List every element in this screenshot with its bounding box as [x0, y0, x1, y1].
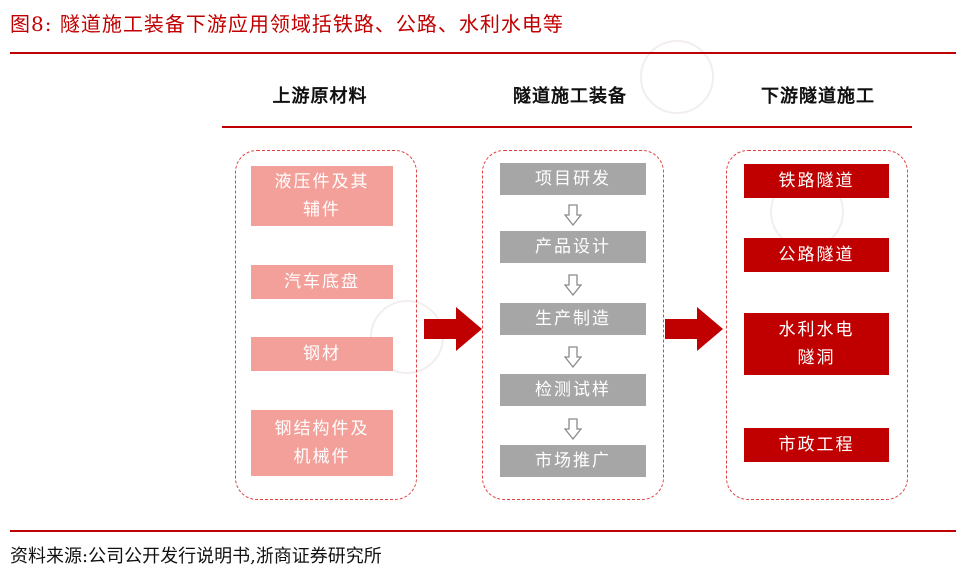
equipment-step: 产品设计: [500, 231, 646, 263]
equipment-header: 隧道施工装备: [513, 86, 627, 107]
upstream-item: 钢材: [251, 337, 393, 371]
equipment-step: 生产制造: [500, 303, 646, 335]
figure-title: 图8: 隧道施工装备下游应用领域括铁路、公路、水利水电等: [10, 12, 564, 36]
hollow-down-arrow-icon: [564, 274, 582, 296]
upstream-item: 液压件及其 辅件: [251, 166, 393, 226]
equipment-step: 项目研发: [500, 163, 646, 195]
upstream-header: 上游原材料: [272, 86, 368, 107]
upstream-item: 钢结构件及 机械件: [251, 410, 393, 476]
hollow-down-arrow-icon: [564, 346, 582, 368]
hollow-down-arrow-icon: [564, 418, 582, 440]
downstream-item: 市政工程: [744, 428, 889, 462]
source-note: 资料来源:公司公开发行说明书,浙商证券研究所: [10, 546, 382, 567]
title-rule: [10, 52, 956, 54]
hollow-down-arrow-icon: [564, 204, 582, 226]
downstream-header: 下游隧道施工: [761, 86, 875, 107]
downstream-item: 公路隧道: [744, 238, 889, 272]
equipment-group: [482, 150, 664, 500]
equipment-step: 检测试样: [500, 374, 646, 406]
downstream-group: [726, 150, 908, 500]
source-rule: [10, 530, 956, 532]
right-arrow-icon: [665, 307, 723, 351]
watermark-seal-icon: [640, 40, 714, 114]
header-rule: [222, 126, 912, 128]
downstream-item: 铁路隧道: [744, 164, 889, 198]
upstream-group: [235, 150, 417, 500]
downstream-item: 水利水电 隧洞: [744, 313, 889, 375]
upstream-item: 汽车底盘: [251, 265, 393, 299]
equipment-step: 市场推广: [500, 445, 646, 477]
right-arrow-icon: [424, 307, 482, 351]
